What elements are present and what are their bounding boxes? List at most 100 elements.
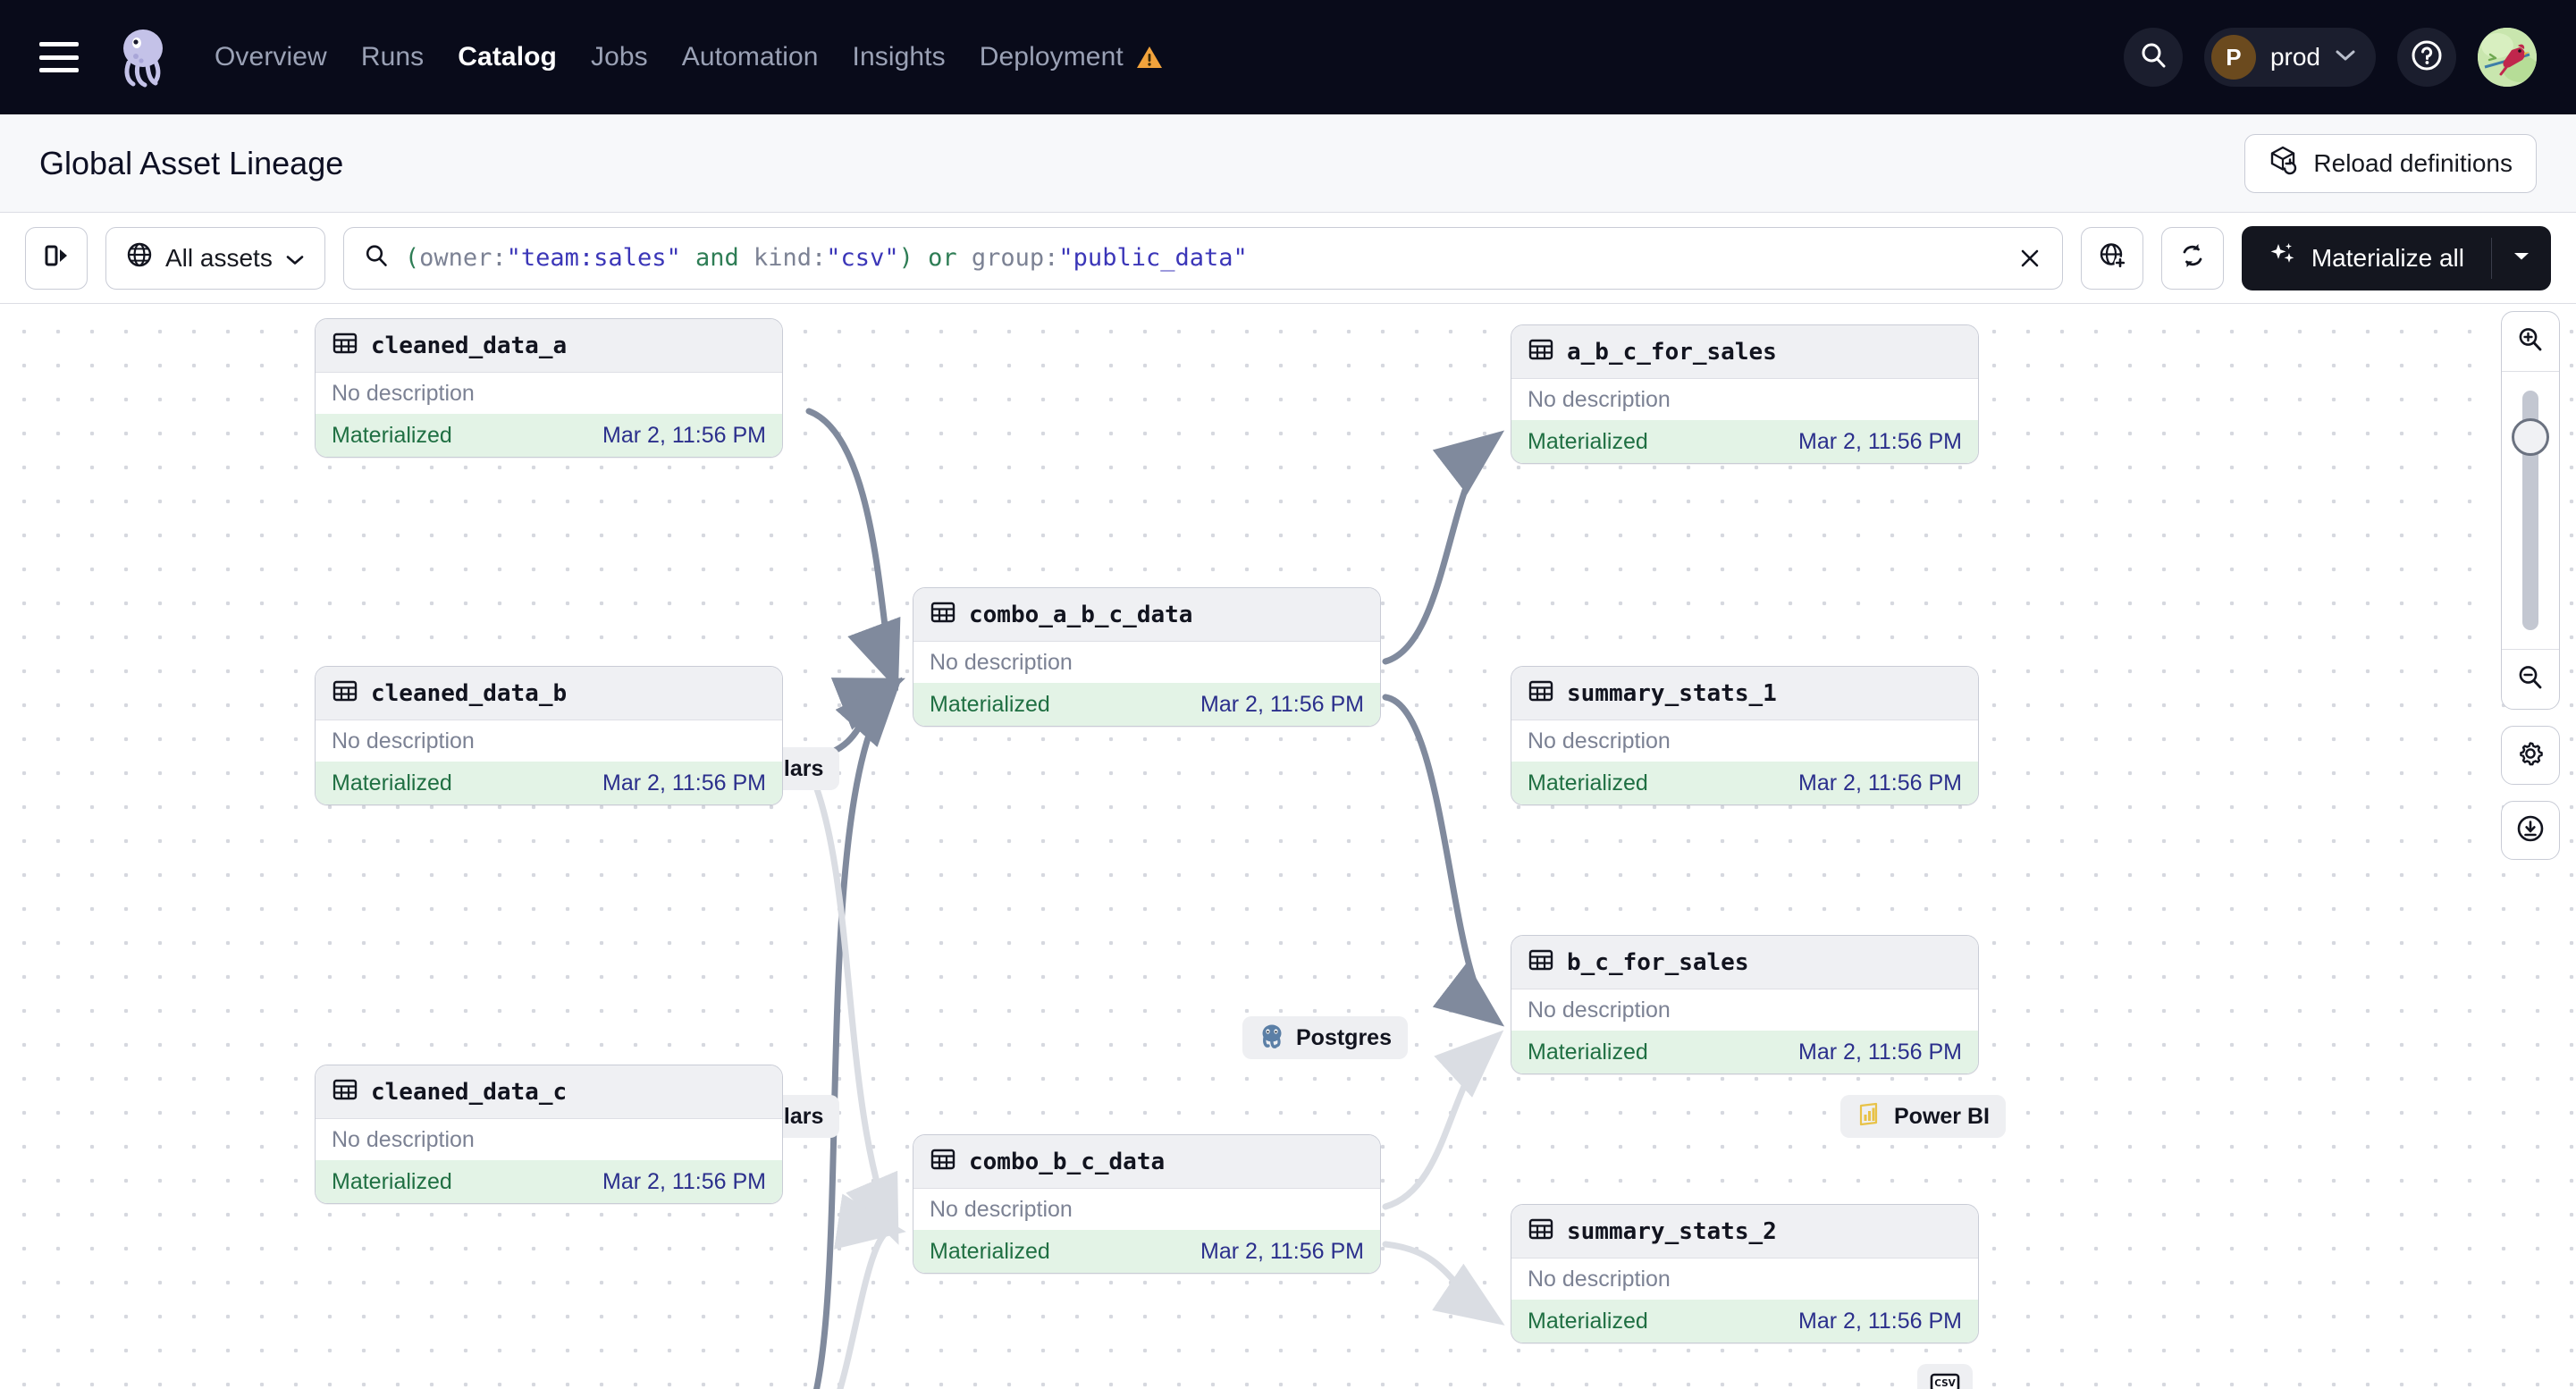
- kind-tag[interactable]: Postgres: [1242, 1016, 1408, 1059]
- nav-link-deployment[interactable]: Deployment: [980, 42, 1163, 72]
- table-icon: [930, 599, 956, 630]
- search-input[interactable]: (owner:"team:sales" and kind:"csv") or g…: [405, 244, 2001, 272]
- zoom-in-icon: [2516, 325, 2545, 358]
- download-graph-button[interactable]: [2501, 801, 2560, 860]
- table-icon: [1528, 947, 1554, 978]
- add-scope-button[interactable]: [2080, 226, 2143, 290]
- kind-tag[interactable]: CSV: [1917, 1364, 1973, 1389]
- asset-scope-label: All assets: [165, 243, 273, 272]
- search-icon: [364, 243, 389, 273]
- hamburger-menu-icon[interactable]: [39, 42, 79, 72]
- status-badge: Materialized: [1528, 1039, 1648, 1065]
- zoom-in-button[interactable]: [2502, 312, 2559, 371]
- kind-tag-label: Power BI: [1894, 1103, 1990, 1129]
- asset-node-header: cleaned_data_a: [316, 319, 782, 373]
- materialization-timestamp[interactable]: Mar 2, 11:56 PM: [1798, 1039, 1962, 1065]
- nav-link-runs[interactable]: Runs: [360, 42, 425, 72]
- nav-link-automation[interactable]: Automation: [681, 42, 819, 72]
- nav-link-insights[interactable]: Insights: [852, 42, 946, 72]
- nav-right-cluster: P prod: [2123, 28, 2537, 87]
- query-token: and: [680, 244, 753, 272]
- asset-node-description: No description: [1511, 989, 1978, 1031]
- query-token: (: [404, 244, 420, 272]
- query-token: kind: [753, 244, 812, 272]
- query-token: :: [492, 244, 507, 272]
- asset-node-header: summary_stats_1: [1511, 667, 1978, 720]
- kind-tag[interactable]: Power BI: [1840, 1095, 2006, 1138]
- zoom-slider-handle[interactable]: [2512, 418, 2549, 456]
- table-icon: [930, 1146, 956, 1177]
- materialize-all-button[interactable]: Materialize all: [2242, 226, 2491, 290]
- asset-node-header: summary_stats_2: [1511, 1205, 1978, 1259]
- asset-kind-tags: CSV: [1917, 1364, 1973, 1389]
- materialization-timestamp[interactable]: Mar 2, 11:56 PM: [1798, 428, 1962, 454]
- asset-node-description: No description: [913, 642, 1380, 683]
- help-circle-icon: [2410, 38, 2444, 77]
- page-title-bar: Global Asset Lineage Reload definitions: [0, 114, 2576, 213]
- materialize-all-group: Materialize all: [2241, 225, 2551, 290]
- global-search-button[interactable]: [2123, 28, 2183, 87]
- asset-node-status: Materialized Mar 2, 11:56 PM: [1511, 1031, 1978, 1073]
- asset-node-status: Materialized Mar 2, 11:56 PM: [1511, 762, 1978, 804]
- sidebar-toggle-button[interactable]: [25, 226, 88, 290]
- zoom-slider[interactable]: [2502, 372, 2559, 649]
- query-token: group: [971, 244, 1045, 272]
- asset-query-search[interactable]: (owner:"team:sales" and kind:"csv") or g…: [342, 226, 2063, 290]
- status-badge: Materialized: [1528, 770, 1648, 796]
- materialize-options-button[interactable]: [2492, 226, 2551, 290]
- materialize-divider: [2491, 237, 2492, 279]
- status-badge: Materialized: [332, 770, 452, 796]
- globe-plus-icon: [2098, 241, 2126, 274]
- zoom-panel: [2501, 311, 2560, 710]
- chevron-down-icon: [285, 244, 305, 273]
- asset-node-title: cleaned_data_b: [371, 679, 568, 707]
- caret-down-icon: [2512, 249, 2531, 266]
- status-badge: Materialized: [332, 422, 452, 448]
- dagster-logo[interactable]: [109, 23, 177, 91]
- asset-kind-tags: Postgres: [1242, 1016, 1408, 1059]
- asset-kind-tags: Power BI: [1840, 1095, 2006, 1138]
- reload-definitions-button[interactable]: Reload definitions: [2244, 133, 2537, 193]
- clear-search-icon[interactable]: [2017, 246, 2042, 271]
- nav-link-jobs[interactable]: Jobs: [590, 42, 648, 72]
- materialization-timestamp[interactable]: Mar 2, 11:56 PM: [602, 770, 766, 796]
- materialization-timestamp[interactable]: Mar 2, 11:56 PM: [602, 422, 766, 448]
- asset-node-header: b_c_for_sales: [1511, 936, 1978, 989]
- graph-toolbar: All assets (owner:"team:sales" and kind:…: [0, 213, 2576, 304]
- materialization-timestamp[interactable]: Mar 2, 11:56 PM: [1200, 691, 1364, 717]
- graph-settings-button[interactable]: [2501, 726, 2560, 785]
- asset-node-header: a_b_c_for_sales: [1511, 325, 1978, 379]
- zoom-out-button[interactable]: [2502, 650, 2559, 709]
- table-icon: [332, 678, 358, 709]
- materialization-timestamp[interactable]: Mar 2, 11:56 PM: [1798, 770, 1962, 796]
- query-token: :: [812, 244, 827, 272]
- zoom-divider-bottom: [2502, 649, 2559, 650]
- asset-scope-selector[interactable]: All assets: [105, 226, 325, 290]
- lineage-edges: [805, 408, 1505, 1389]
- materialization-timestamp[interactable]: Mar 2, 11:56 PM: [602, 1168, 766, 1194]
- table-icon: [332, 1076, 358, 1107]
- materialization-timestamp[interactable]: Mar 2, 11:56 PM: [1798, 1308, 1962, 1334]
- nav-link-overview[interactable]: Overview: [215, 42, 327, 72]
- asset-node-description: No description: [316, 373, 782, 414]
- materialization-timestamp[interactable]: Mar 2, 11:56 PM: [1200, 1238, 1364, 1264]
- primary-nav-links: Overview Runs Catalog Jobs Automation In…: [215, 42, 1163, 72]
- help-button[interactable]: [2397, 28, 2456, 87]
- sparkle-icon: [2269, 240, 2297, 275]
- refresh-button[interactable]: [2160, 226, 2224, 290]
- nav-link-catalog[interactable]: Catalog: [458, 42, 557, 72]
- user-avatar[interactable]: [2478, 28, 2537, 87]
- deployment-switcher[interactable]: P prod: [2203, 28, 2376, 87]
